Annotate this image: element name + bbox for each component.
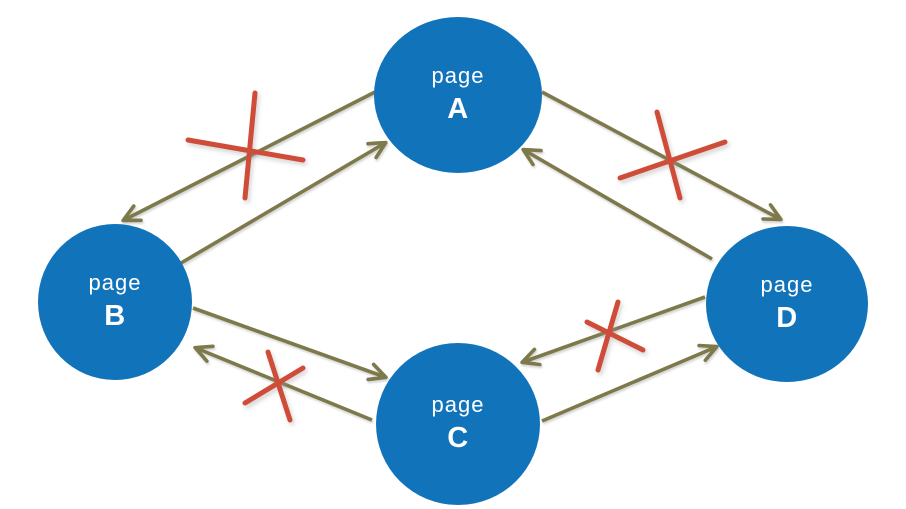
- cross-icon-on-A-to-D-stroke-2: [617, 139, 728, 181]
- node-page-C: page C: [376, 343, 540, 505]
- cross-icon-on-A-to-B-stroke-2: [185, 137, 306, 163]
- node-C-letter: C: [447, 421, 469, 454]
- cross-icon-on-A-to-B-stroke-1: [242, 90, 258, 201]
- node-D-word: page: [760, 272, 814, 298]
- arrow-D-to-C-crossed: [520, 295, 706, 367]
- arrow-C-to-B-crossed: [193, 344, 373, 422]
- node-B-letter: B: [104, 299, 126, 332]
- node-C-word: page: [431, 392, 485, 418]
- arrows-group: [121, 90, 783, 423]
- node-page-D: page D: [706, 226, 868, 382]
- cross-icon-on-A-to-D-stroke-1: [654, 109, 683, 201]
- cross-marks-group: [185, 90, 728, 423]
- cross-icon-on-C-to-B-stroke-1: [265, 349, 293, 423]
- arrow-A-to-D-crossed: [541, 90, 783, 222]
- node-A-word: page: [431, 63, 485, 89]
- arrow-C-to-D: [541, 343, 719, 423]
- node-A-letter: A: [447, 92, 469, 125]
- cross-icon-on-C-to-B-stroke-2: [242, 365, 306, 406]
- arrow-B-to-C: [192, 306, 388, 382]
- node-B-word: page: [88, 270, 142, 296]
- arrow-D-to-A: [521, 147, 713, 261]
- node-page-A: page A: [374, 17, 542, 173]
- arrow-B-to-A: [180, 140, 388, 265]
- node-page-B: page B: [38, 224, 192, 380]
- cross-icon-on-D-to-C-stroke-1: [595, 299, 621, 373]
- node-D-letter: D: [776, 301, 798, 334]
- cross-icon-on-D-to-C-stroke-2: [584, 319, 646, 353]
